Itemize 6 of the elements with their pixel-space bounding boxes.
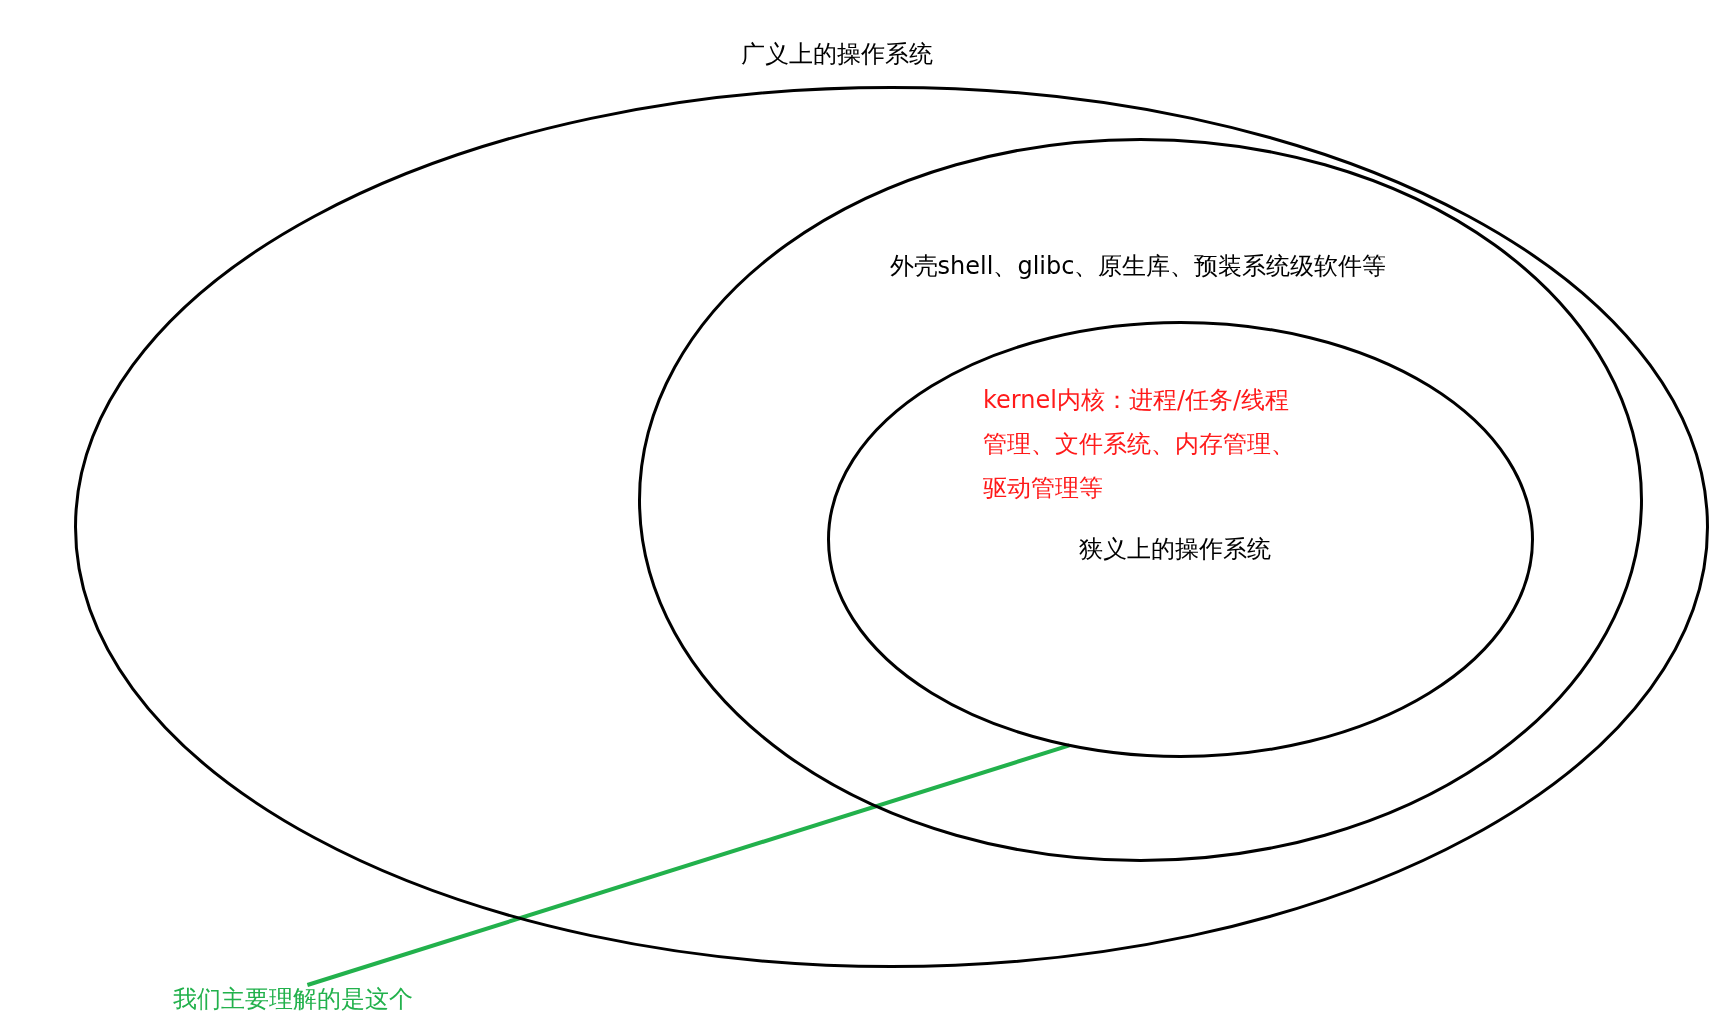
label: 狭义上的操作系统 xyxy=(1079,535,1271,564)
label: kernel内核：进程/任务/线程管理、文件系统、内存管理、驱动管理等 xyxy=(983,385,1296,504)
callout-text: 我们主要理解的是这个 xyxy=(173,985,413,1014)
label: 外壳shell、glibc、原生库、预装系统级软件等 xyxy=(889,252,1387,281)
leader-line xyxy=(306,743,1070,987)
heading: 广义上的操作系统 xyxy=(741,40,933,69)
